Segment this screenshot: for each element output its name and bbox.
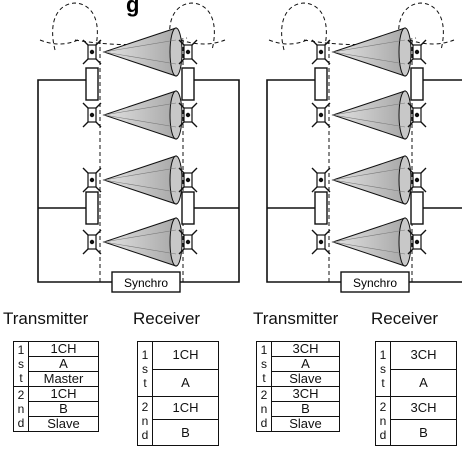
dashed-lobe bbox=[398, 2, 444, 51]
emitter-head bbox=[311, 39, 331, 65]
wire bbox=[180, 79, 240, 283]
sensor-unit-right: Synchro bbox=[266, 2, 462, 293]
dashed-lobe bbox=[169, 2, 215, 51]
transmitter-2-title: Transmitter bbox=[253, 309, 339, 328]
emitter-head bbox=[311, 229, 331, 255]
bank-cell: A bbox=[271, 356, 340, 372]
connector-box bbox=[314, 67, 328, 101]
dashed-lobe bbox=[52, 2, 98, 51]
channel-cell: 3CH bbox=[390, 341, 457, 370]
synchro-box: Synchro bbox=[340, 271, 410, 293]
channel-cell: 1CH bbox=[28, 341, 99, 357]
receiver-head bbox=[178, 39, 198, 65]
connector-box bbox=[410, 191, 424, 225]
receiver-head bbox=[407, 39, 427, 65]
sensor-unit-left: Synchro bbox=[37, 2, 240, 293]
receiver-head bbox=[178, 102, 198, 128]
mode-cell: Slave bbox=[271, 416, 340, 432]
dashed-link bbox=[179, 39, 226, 45]
mode-cell: Master bbox=[28, 371, 99, 387]
channel-cell: 3CH bbox=[271, 341, 340, 357]
synchro-label: Synchro bbox=[124, 276, 168, 290]
receiver-head bbox=[178, 229, 198, 255]
wire bbox=[37, 79, 112, 283]
synchro-box: Synchro bbox=[111, 271, 181, 293]
connector-box bbox=[85, 191, 99, 225]
receiver-head bbox=[407, 229, 427, 255]
receiver-1-title: Receiver bbox=[133, 309, 201, 328]
light-beam bbox=[331, 27, 412, 77]
emitter-head bbox=[82, 102, 102, 128]
bank-cell: B bbox=[28, 401, 99, 417]
light-beam bbox=[102, 90, 183, 140]
light-beam bbox=[102, 217, 183, 267]
light-beam bbox=[331, 155, 412, 205]
emitter-head bbox=[82, 39, 102, 65]
receiver-head bbox=[407, 167, 427, 193]
dashed-link bbox=[39, 39, 79, 45]
emitter-head bbox=[82, 167, 102, 193]
connector-box bbox=[314, 191, 328, 225]
channel-cell: 3CH bbox=[271, 386, 340, 402]
emitter-head bbox=[82, 229, 102, 255]
transmitter-1-title: Transmitter bbox=[3, 309, 89, 328]
connector-box bbox=[181, 191, 195, 225]
connector-box bbox=[85, 67, 99, 101]
wire bbox=[266, 79, 341, 283]
mode-cell: Slave bbox=[28, 416, 99, 432]
receiver-head bbox=[178, 167, 198, 193]
dashed-lobe bbox=[281, 2, 327, 51]
light-beam bbox=[331, 217, 412, 267]
header-fragment: g bbox=[126, 0, 139, 17]
light-beam bbox=[102, 27, 183, 77]
bank-cell: B bbox=[390, 419, 457, 446]
mode-cell: Slave bbox=[271, 371, 340, 387]
sensor-wiring-diagram: g Synchro Synchro bbox=[37, 0, 462, 293]
channel-cell: 1CH bbox=[152, 395, 219, 421]
receiver-head bbox=[407, 102, 427, 128]
bank-cell: A bbox=[28, 356, 99, 372]
light-beam bbox=[102, 155, 183, 205]
receiver-2-title: Receiver bbox=[371, 309, 439, 328]
channel-cell: 1CH bbox=[152, 341, 219, 370]
channel-cell: 1CH bbox=[28, 386, 99, 402]
bank-cell: A bbox=[152, 368, 219, 397]
light-beam bbox=[331, 90, 412, 140]
dashed-link bbox=[268, 39, 308, 45]
synchro-label: Synchro bbox=[353, 276, 397, 290]
emitter-head bbox=[311, 167, 331, 193]
connector-box bbox=[181, 67, 195, 101]
bank-cell: B bbox=[271, 401, 340, 417]
emitter-head bbox=[311, 102, 331, 128]
connector-box bbox=[410, 67, 424, 101]
channel-cell: 3CH bbox=[390, 395, 457, 421]
bank-cell: A bbox=[390, 368, 457, 397]
dashed-link bbox=[408, 39, 455, 45]
wire bbox=[409, 79, 462, 283]
bank-cell: B bbox=[152, 419, 219, 446]
